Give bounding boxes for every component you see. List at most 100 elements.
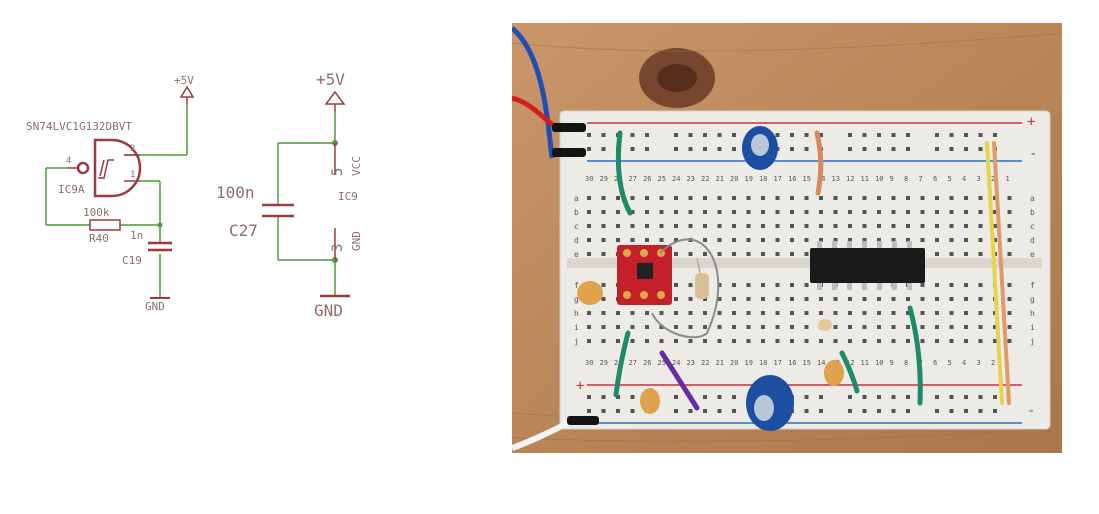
row-letter: g (574, 295, 579, 304)
hole (877, 325, 881, 329)
rail-hole (819, 409, 823, 413)
rail-hole (964, 395, 968, 399)
hole (645, 196, 649, 200)
hole (775, 210, 780, 214)
rail-hole (732, 147, 736, 151)
hole (804, 283, 809, 287)
hole (717, 311, 722, 315)
column-number: 23 (687, 175, 695, 183)
hole (703, 238, 707, 242)
rail-hole (790, 133, 794, 137)
column-number: 9 (890, 175, 894, 183)
hole (891, 325, 896, 329)
hole (804, 311, 809, 315)
hole (978, 238, 983, 242)
hole (688, 283, 693, 287)
hole (761, 238, 765, 242)
hole (688, 297, 693, 301)
rail-hole (688, 147, 693, 151)
hole (732, 238, 736, 242)
hole (993, 325, 997, 329)
hole (717, 252, 722, 256)
hole (964, 311, 968, 315)
rail-hole (804, 133, 809, 137)
capacitor-small (148, 241, 172, 252)
gnd-pin: 3 (330, 244, 346, 252)
rail-hole (674, 147, 678, 151)
rail-hole (819, 133, 823, 137)
hole (630, 238, 635, 242)
column-number: 12 (846, 359, 854, 367)
cap-value-small: 1n (130, 229, 143, 242)
hole (601, 325, 606, 329)
column-number: 5 (948, 175, 952, 183)
hole (833, 210, 838, 214)
column-number: 4 (962, 175, 966, 183)
ic-pin (862, 241, 867, 248)
row-letter: i (1030, 323, 1035, 332)
hole (674, 297, 678, 301)
electrolytic-cap-top (742, 126, 778, 170)
column-number: 16 (788, 175, 796, 183)
hole (761, 224, 765, 228)
rail-hole (978, 133, 983, 137)
hole (935, 238, 939, 242)
ic-pin (907, 283, 912, 290)
hole (978, 311, 983, 315)
row-letter: i (574, 323, 579, 332)
rail-hole (703, 147, 707, 151)
hole (717, 224, 722, 228)
hole (804, 339, 809, 343)
rail-hole (935, 409, 939, 413)
rail-hole (935, 147, 939, 151)
column-number: 20 (730, 175, 738, 183)
hole (616, 311, 620, 315)
hole (717, 339, 722, 343)
hole (790, 283, 794, 287)
hole (1007, 339, 1012, 343)
minus-sign-top: - (1029, 146, 1037, 162)
hole (862, 210, 867, 214)
hole (964, 283, 968, 287)
wire-feedback (45, 167, 161, 298)
hole (761, 297, 765, 301)
column-number: 16 (788, 359, 796, 367)
hole (935, 210, 939, 214)
hole (1007, 252, 1012, 256)
hole (920, 238, 925, 242)
hole (674, 238, 678, 242)
hole (587, 311, 591, 315)
hole (862, 325, 867, 329)
hole (949, 311, 954, 315)
column-number: 26 (643, 359, 651, 367)
hole (804, 297, 809, 301)
column-number: 7 (919, 175, 923, 183)
ic-pin (907, 241, 912, 248)
rail-hole (891, 395, 896, 399)
hole (790, 196, 794, 200)
ic-pin (832, 283, 837, 290)
rail-hole (775, 133, 780, 137)
hole (703, 311, 707, 315)
hole (819, 196, 823, 200)
column-number: 2 (991, 175, 995, 183)
hole (819, 238, 823, 242)
hole (674, 339, 678, 343)
hole (877, 311, 881, 315)
rail-hole (630, 409, 635, 413)
ic-pin (832, 241, 837, 248)
hole (819, 224, 823, 228)
hole (616, 196, 620, 200)
ic-pin (877, 241, 882, 248)
rail-hole (949, 409, 954, 413)
hole (616, 238, 620, 242)
hole (848, 339, 852, 343)
rail-hole (949, 395, 954, 399)
hole (964, 325, 968, 329)
resistor-body (695, 273, 709, 299)
rail-hole (877, 395, 881, 399)
row-letter: f (574, 281, 579, 290)
column-number: 15 (803, 359, 811, 367)
hole (616, 224, 620, 228)
vcc-pin: 5 (330, 168, 346, 176)
